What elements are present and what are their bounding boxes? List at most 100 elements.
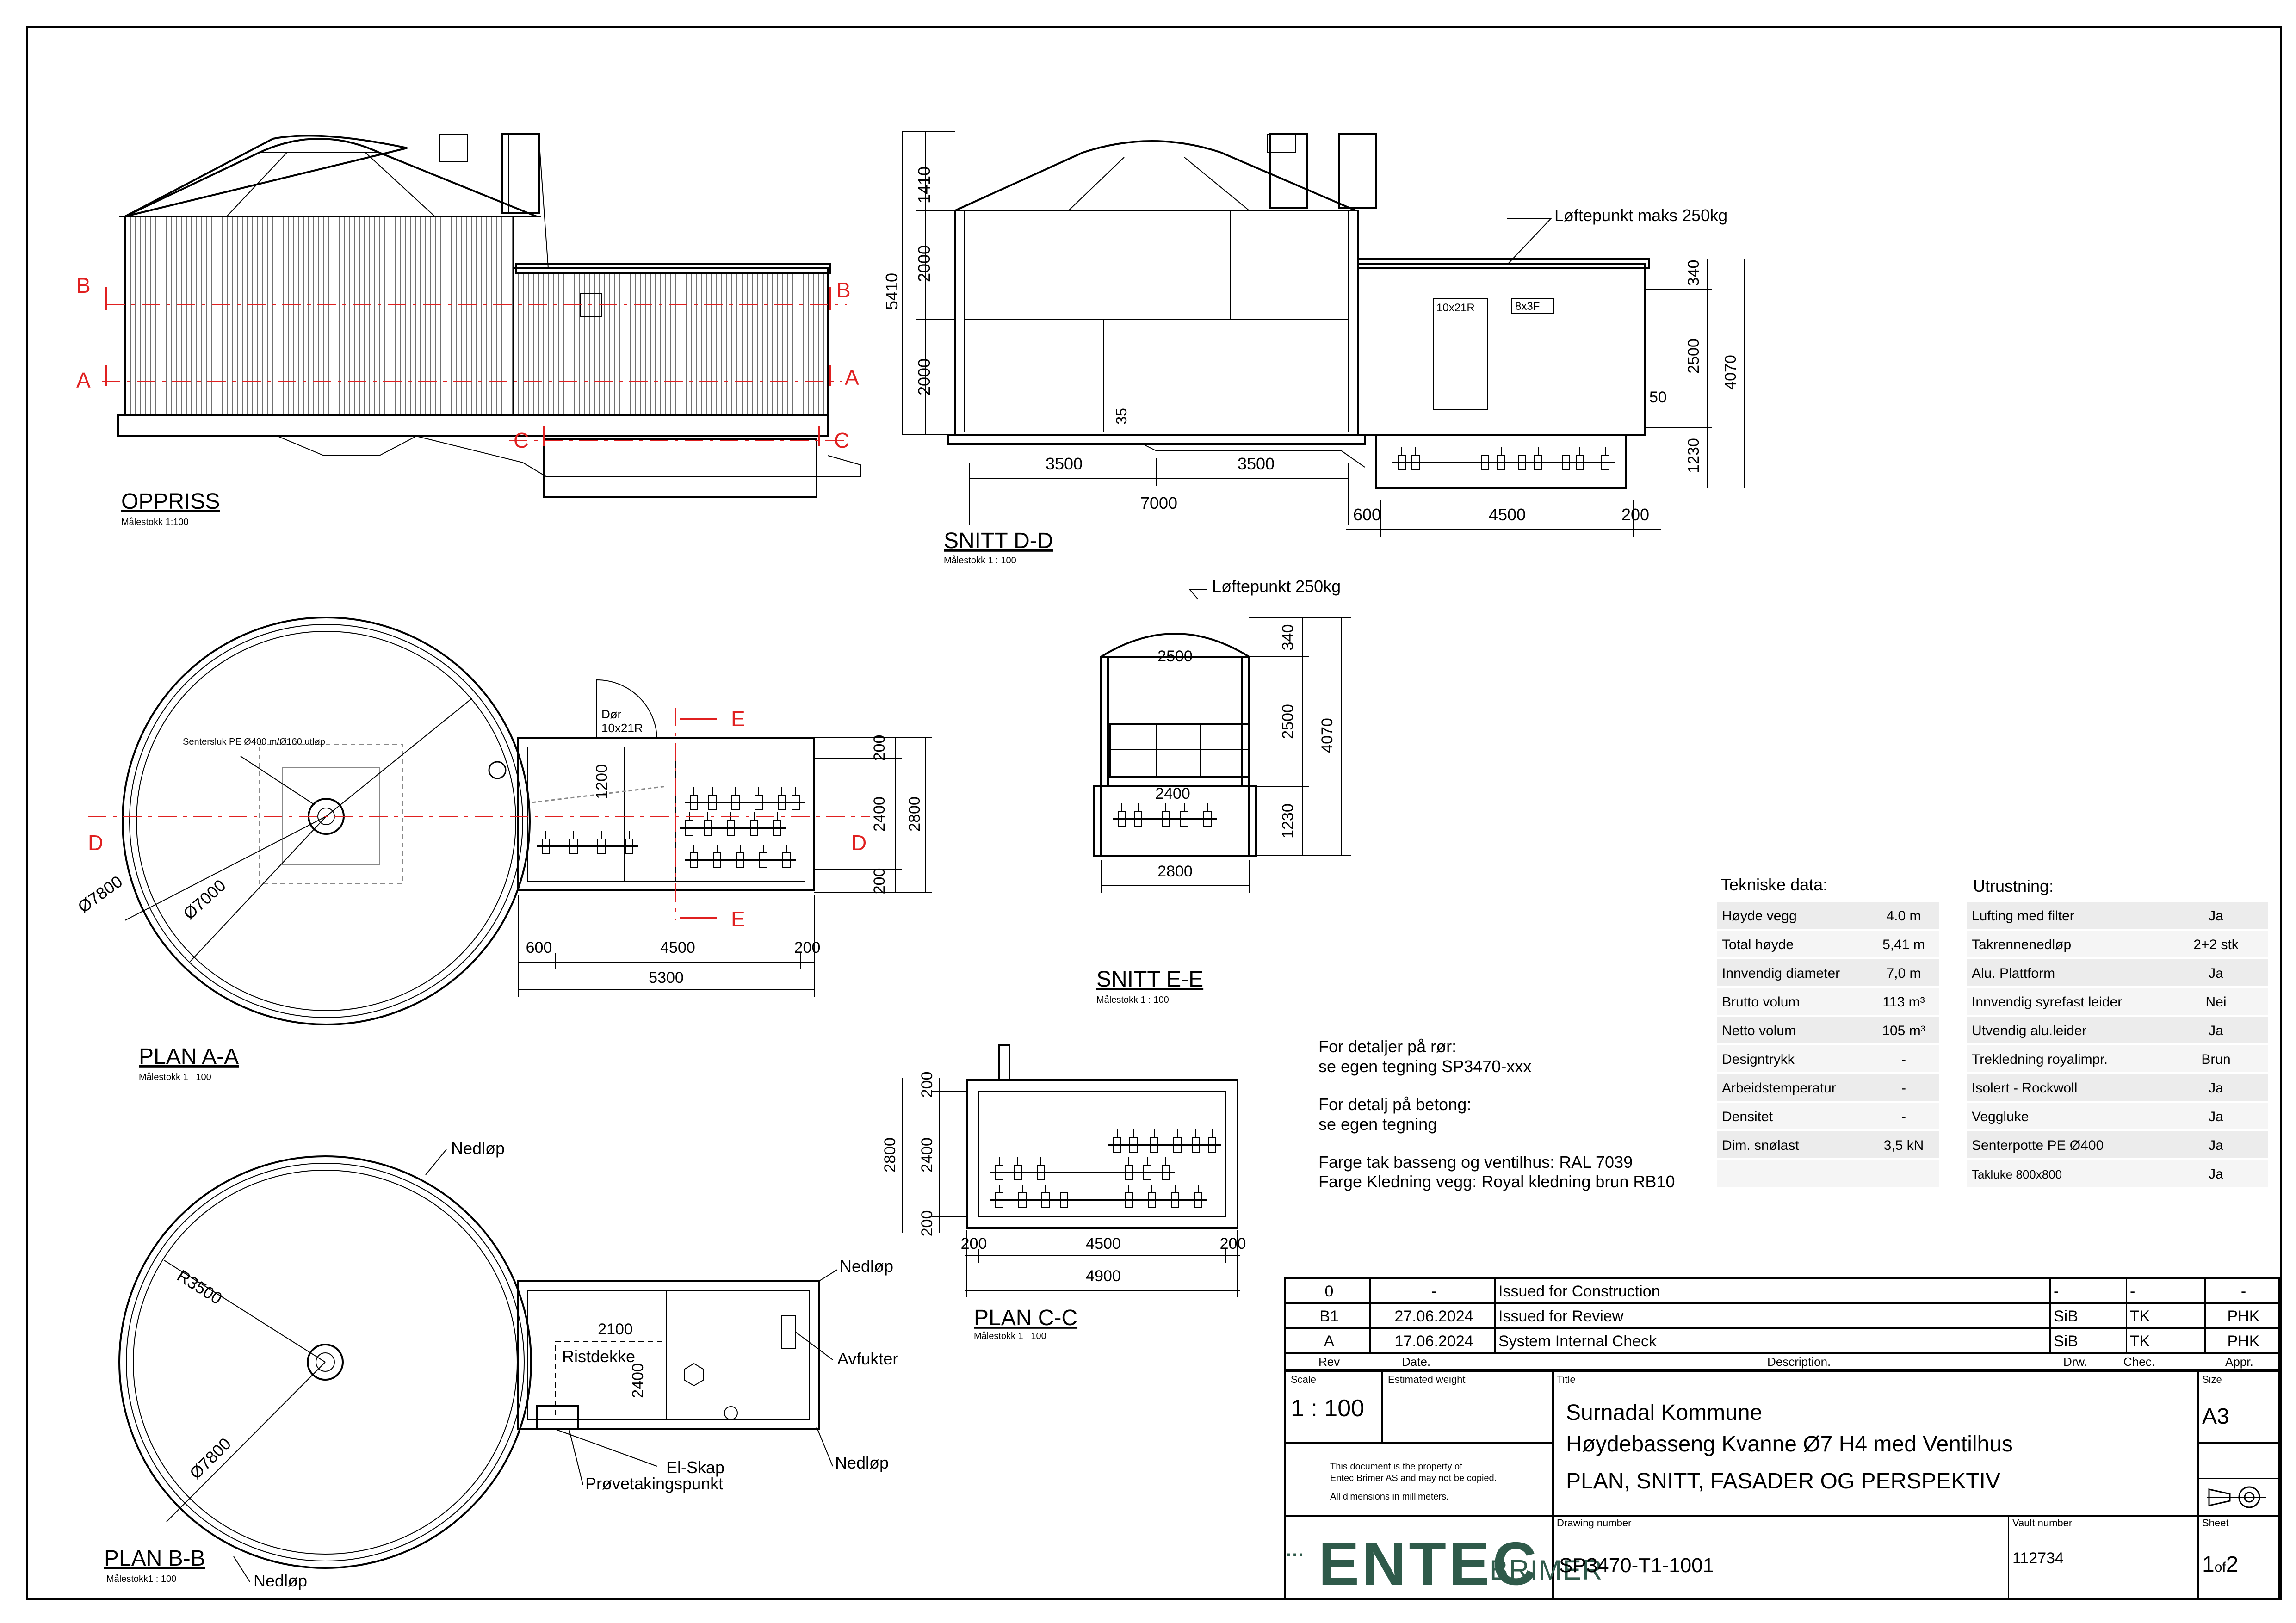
rev-header-appr: Appr. xyxy=(2225,1355,2253,1369)
cc-v2800: 2800 xyxy=(881,1137,899,1173)
snitt-dd-door: 10x21R xyxy=(1436,302,1475,314)
drawno-value: SP3470-T1-1001 xyxy=(1559,1554,1714,1577)
dd-r340: 340 xyxy=(1685,260,1702,286)
scale-label: Scale xyxy=(1291,1374,1317,1385)
utrustning-label: Isolert - Rockwoll xyxy=(1972,1080,2077,1096)
cc-v200b: 200 xyxy=(918,1210,936,1237)
door-frame xyxy=(1433,298,1488,410)
aa-d200c: 200 xyxy=(794,939,821,957)
cc-h200b: 200 xyxy=(1220,1235,1246,1253)
plan-bb-scale: Målestokk1 : 100 xyxy=(106,1574,176,1584)
utrustning-label: Takluke 800x800 xyxy=(1972,1167,2062,1181)
note-line-1: For detaljer på rør: xyxy=(1318,1037,1456,1056)
bb-nedlop-4: Nedløp xyxy=(254,1571,307,1590)
utrustning-value: Ja xyxy=(2209,1166,2223,1182)
tekniske-label: Innvendig diameter xyxy=(1722,966,1840,981)
entec-brimer-logo: ··· ENTEC BRIMER xyxy=(1286,1530,1603,1598)
tekniske-value: 7,0 m xyxy=(1886,966,1921,981)
cc-v200a: 200 xyxy=(918,1072,936,1098)
snitt-dd-scale: Målestokk 1 : 100 xyxy=(944,555,1016,566)
cc-h4900: 4900 xyxy=(1086,1267,1121,1285)
title-line-3: PLAN, SNITT, FASADER OG PERSPEKTIV xyxy=(1566,1469,2000,1493)
dd-wtotal: 7000 xyxy=(1140,494,1177,512)
dd-w1: 3500 xyxy=(1046,454,1083,473)
property-line-2: Entec Brimer AS and may not be copied. xyxy=(1330,1473,1497,1483)
revision-date: 27.06.2024 xyxy=(1369,1304,1494,1329)
aa-d2800: 2800 xyxy=(906,796,923,832)
revision-chec: TK xyxy=(2126,1304,2204,1329)
utrustning-title: Utrustning: xyxy=(1973,876,2054,895)
dd-w2: 3500 xyxy=(1238,454,1275,473)
utrustning-value: Ja xyxy=(2209,1023,2223,1038)
revision-appr: PHK xyxy=(2204,1304,2278,1329)
revision-appr: - xyxy=(2204,1279,2278,1304)
dd-r50: 50 xyxy=(1649,389,1667,406)
plan-aa-e-top: E xyxy=(731,707,745,731)
logo-entec: ENTEC xyxy=(1318,1530,1540,1598)
plan-bb-d7800: Ø7800 xyxy=(186,1434,235,1482)
tekniske-value: - xyxy=(1901,1109,1906,1124)
note-line-2: se egen tegning SP3470-xxx xyxy=(1318,1057,1531,1076)
snitt-ee-view: Løftepunkt 250kg 2500 2400 2800 340 2500… xyxy=(1093,577,1351,1005)
plan-aa-d7000: Ø7000 xyxy=(179,876,229,923)
tekniske-label: Arbeidstemperatur xyxy=(1722,1080,1836,1096)
projection-symbol-icon xyxy=(2207,1486,2266,1508)
section-label-a-left: A xyxy=(76,368,91,392)
aa-d2400: 2400 xyxy=(871,796,888,832)
plan-aa-center-label: Sentersluk PE Ø400 m/Ø160 utløp xyxy=(183,737,325,747)
sheet-total: 2 xyxy=(2226,1552,2239,1577)
vault-value: 112734 xyxy=(2012,1549,2064,1567)
revision-row: 0-Issued for Construction--- xyxy=(1286,1279,2278,1304)
dd-h1: 1410 xyxy=(915,167,934,204)
utrustning-value: Ja xyxy=(2209,1109,2223,1124)
bb-nedlop-3: Nedløp xyxy=(835,1453,889,1472)
dd-r2500: 2500 xyxy=(1685,339,1702,374)
bb-nedlop-1: Nedløp xyxy=(451,1139,505,1158)
rev-header-rev: Rev xyxy=(1318,1355,1340,1369)
plan-bb-view: R3500 Ø7800 2100 Ristdekke 2400 Avfukter… xyxy=(104,1139,898,1590)
bb-avfukter: Avfukter xyxy=(837,1349,898,1368)
sheet-value: 1of2 xyxy=(2202,1552,2238,1577)
sheet-of: of xyxy=(2214,1560,2226,1575)
drawno-label: Drawing number xyxy=(1557,1517,1632,1529)
ee-h2500: 2500 xyxy=(1279,704,1297,739)
revision-desc: Issued for Construction xyxy=(1494,1279,2049,1304)
utrustning-value: 2+2 stk xyxy=(2193,937,2239,952)
dd-b4500: 4500 xyxy=(1489,505,1526,524)
revision-drw: SiB xyxy=(2049,1304,2126,1329)
snitt-dd-vent: 8x3F xyxy=(1515,300,1540,313)
utrustning-value: Brun xyxy=(2201,1052,2230,1067)
plan-cc-scale: Målestokk 1 : 100 xyxy=(974,1331,1046,1341)
aa-d200b: 200 xyxy=(871,868,888,895)
bb-d2100: 2100 xyxy=(598,1321,633,1338)
sheet-border xyxy=(26,26,2282,1600)
sheet-number: 1 xyxy=(2202,1552,2215,1577)
section-label-c-left: C xyxy=(514,428,529,452)
rev-header-row: Rev Date. Description. Drw. Chec. Appr. xyxy=(1286,1354,2278,1370)
vault-label: Vault number xyxy=(2012,1517,2073,1529)
rev-header-date: Date. xyxy=(1402,1355,1431,1369)
notes-block: For detaljer på rør: se egen tegning SP3… xyxy=(1318,1037,1675,1191)
bb-prove: Prøvetakingspunkt xyxy=(585,1474,723,1493)
snitt-dd-view: 10x21R 8x3F Løftepunkt maks 250kg 1410 2… xyxy=(882,131,1753,566)
utrustning-label: Takrennenedløp xyxy=(1972,937,2071,952)
section-label-a-right: A xyxy=(845,365,859,389)
plan-aa-door: Dør xyxy=(601,707,622,721)
utrustning-value: Ja xyxy=(2209,966,2223,981)
utrustning-label: Alu. Plattform xyxy=(1972,966,2055,981)
tekniske-value: 5,41 m xyxy=(1882,937,1925,952)
revision-chec: - xyxy=(2126,1279,2204,1304)
revision-date: 17.06.2024 xyxy=(1369,1329,1494,1354)
dd-35: 35 xyxy=(1113,408,1130,425)
revision-rev: B1 xyxy=(1319,1308,1339,1325)
plan-aa-d-left: D xyxy=(88,831,103,855)
size-value: A3 xyxy=(2202,1404,2229,1429)
utrustning-value: Ja xyxy=(2209,1080,2223,1096)
tekniske-value: 105 m³ xyxy=(1882,1023,1925,1038)
utrustning-value: Ja xyxy=(2209,908,2223,924)
tekniske-label: Høyde vegg xyxy=(1722,908,1797,924)
utrustning-label: Utvendig alu.leider xyxy=(1972,1023,2086,1038)
